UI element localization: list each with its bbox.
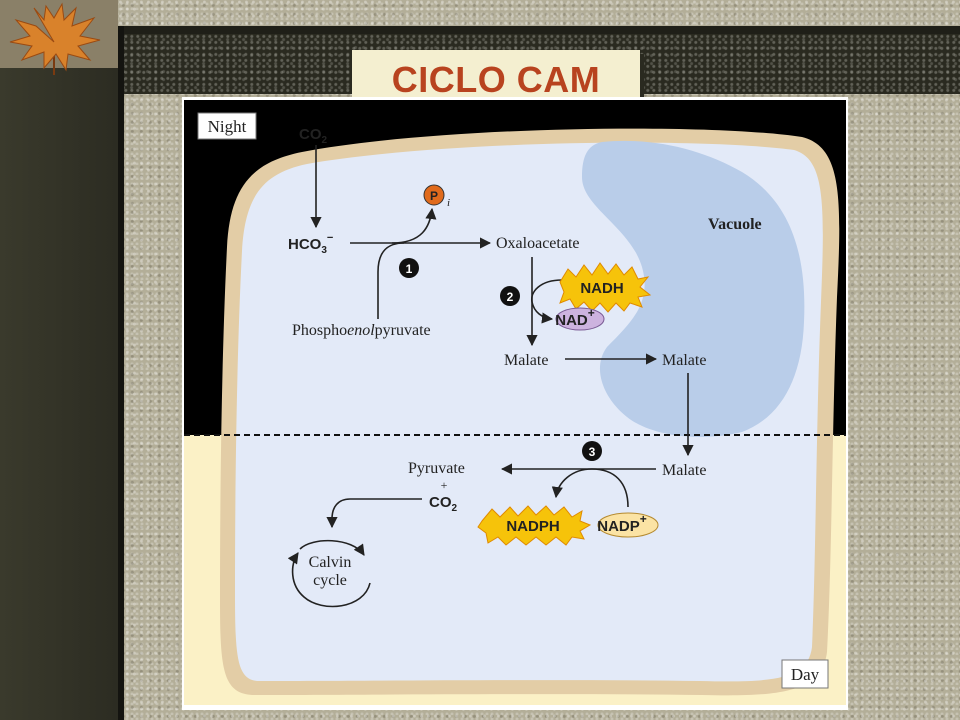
phosphate-circle xyxy=(423,184,445,206)
oxaloacetate-label: Oxaloacetate xyxy=(496,235,580,252)
nadh-label: NADH xyxy=(580,280,623,297)
step-1-badge xyxy=(399,258,419,278)
night-label-box xyxy=(197,112,257,140)
vertical-divider xyxy=(118,26,124,720)
vacuole xyxy=(582,140,805,437)
malate-day-label: Malate xyxy=(662,462,706,479)
malate-cytosol-label: Malate xyxy=(504,352,548,369)
step-2-number: 2 xyxy=(507,290,514,304)
nadp-to-nadph-curve xyxy=(551,468,629,508)
nadph-burst xyxy=(477,505,592,546)
hco3-label: HCO3− xyxy=(288,232,333,256)
nadh-burst xyxy=(559,262,652,313)
autumn-leaf-icon xyxy=(9,2,101,75)
pyruvate-label: Pyruvate xyxy=(408,460,465,477)
pi-release-arrow xyxy=(391,207,437,244)
calvin-cycle-arc-top xyxy=(299,539,365,556)
pi-i-label: i xyxy=(447,197,450,209)
cam-cycle-diagram: Night Day Vacuole CO2 HCO3− P i 1 Phosph… xyxy=(184,100,846,705)
co2-day-label: CO2 xyxy=(429,494,458,514)
nad-oval xyxy=(555,307,605,331)
plus-sign: + xyxy=(441,478,448,492)
nad-label: NAD+ xyxy=(555,306,595,329)
nadph-label: NADPH xyxy=(506,518,559,535)
day-label: Day xyxy=(791,665,820,684)
calvin-label-line2: cycle xyxy=(313,572,347,589)
step-2-badge xyxy=(500,286,520,306)
vacuole-label: Vacuole xyxy=(708,216,762,233)
co2-top-label: CO2 xyxy=(299,126,328,146)
day-label-box xyxy=(781,659,829,689)
step-3-badge xyxy=(582,441,602,461)
night-label: Night xyxy=(208,117,247,136)
co2-to-calvin-arrow xyxy=(326,498,422,529)
step-3-number: 3 xyxy=(589,445,596,459)
pi-p-label: P xyxy=(430,189,438,203)
calvin-label-line1: Calvin xyxy=(309,554,352,571)
nadp-oval xyxy=(597,512,659,538)
nadh-to-nad-curve xyxy=(531,279,563,324)
nadp-label: NADP+ xyxy=(597,512,647,535)
step-1-number: 1 xyxy=(406,262,413,276)
phosphoenolpyruvate-label: Phosphoenolpyruvate xyxy=(292,322,431,339)
calvin-cycle-arc-bottom xyxy=(287,552,371,608)
left-dark-panel xyxy=(0,0,118,720)
malate-vacuole-label: Malate xyxy=(662,352,706,369)
top-dark-strip xyxy=(118,26,960,34)
slide-title: CICLO CAM xyxy=(391,59,601,100)
